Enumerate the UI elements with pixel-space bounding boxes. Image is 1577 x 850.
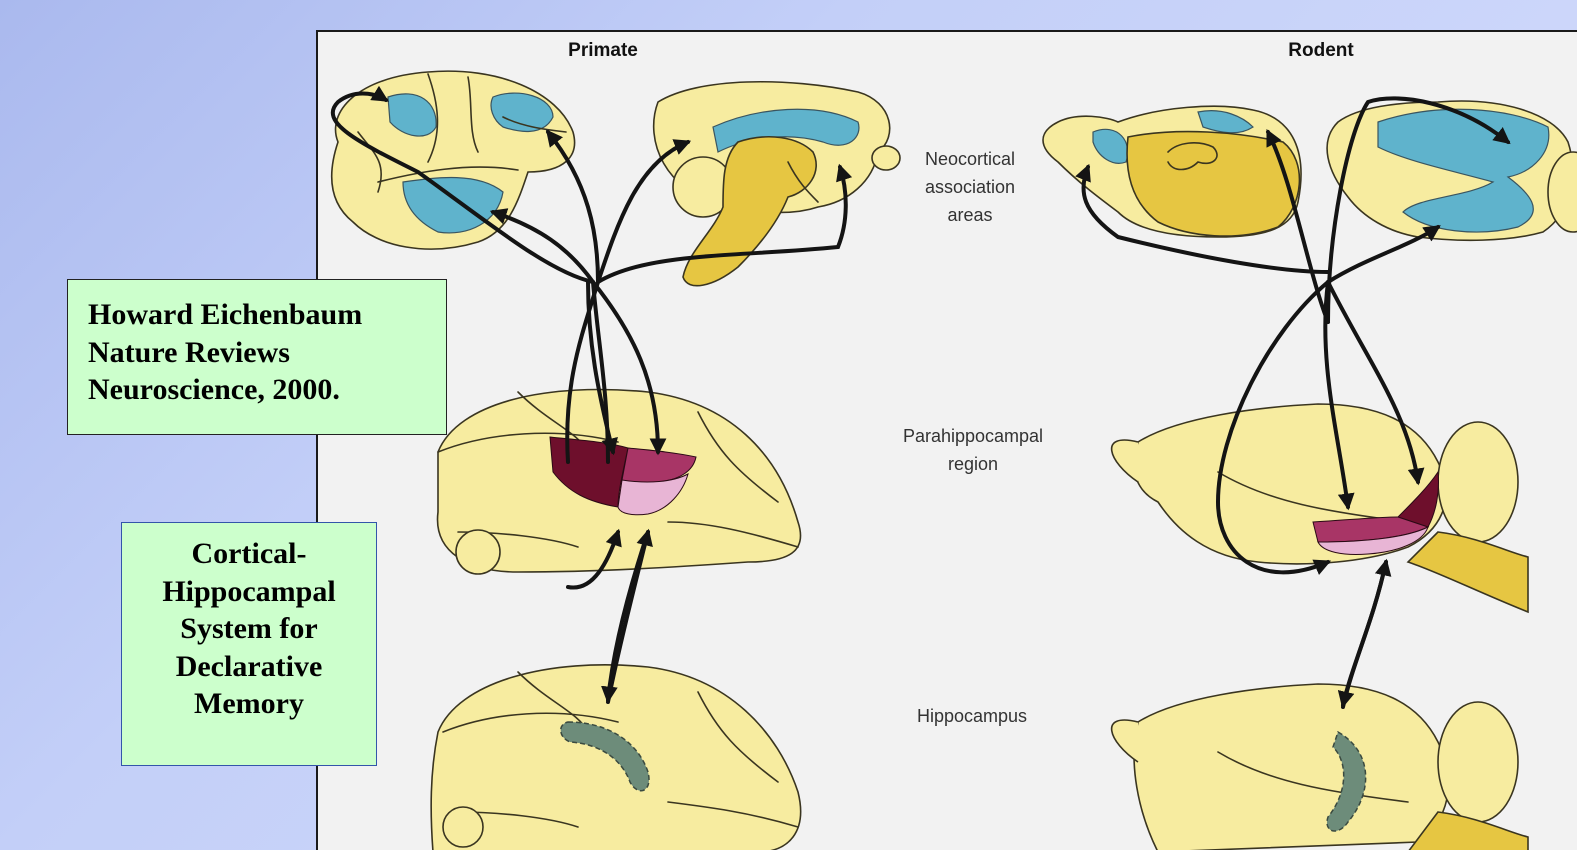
citation-line-year: Neuroscience, 2000. (88, 371, 446, 409)
primate-lateral-brain (332, 71, 575, 249)
label-parahippocampal-line2: region (948, 454, 998, 474)
label-neocortical-line1: Neocortical (925, 149, 1015, 169)
label-parahippocampal-region: Parahippocampal region (903, 426, 1043, 474)
slide-title-line-2: Hippocampal (128, 573, 370, 611)
label-neocortical-line2: association (925, 177, 1015, 197)
column-header-rodent: Rodent (1288, 40, 1354, 61)
figure-svg: Primate Rodent Neocortical association a… (318, 32, 1577, 850)
column-header-primate: Primate (568, 40, 638, 61)
figure-panel: Primate Rodent Neocortical association a… (316, 30, 1577, 850)
citation-box: Howard Eichenbaum Nature Reviews Neurosc… (67, 279, 447, 435)
label-neocortical-line3: areas (947, 205, 992, 225)
primate-parahippocampal-brain (438, 390, 801, 575)
rodent-lateral-brain (1043, 106, 1301, 237)
slide-title-line-3: System for (128, 610, 370, 648)
citation-line-author: Howard Eichenbaum (88, 296, 446, 334)
slide-title-line-5: Memory (128, 685, 370, 723)
rodent-hippocampus-brain (1112, 684, 1528, 850)
citation-line-journal: Nature Reviews (88, 334, 446, 372)
label-neocortical-areas: Neocortical association areas (925, 149, 1015, 225)
label-hippocampus: Hippocampus (917, 706, 1027, 726)
rodent-medial-brain (1327, 101, 1577, 240)
label-parahippocampal-line1: Parahippocampal (903, 426, 1043, 446)
primate-medial-brain (654, 82, 900, 286)
slide-title-line-1: Cortical- (128, 535, 370, 573)
slide-title-box: Cortical- Hippocampal System for Declara… (121, 522, 377, 766)
rodent-parahippocampal-brain (1112, 404, 1528, 612)
slide-title-line-4: Declarative (128, 648, 370, 686)
primate-hippocampus-brain (431, 665, 800, 850)
